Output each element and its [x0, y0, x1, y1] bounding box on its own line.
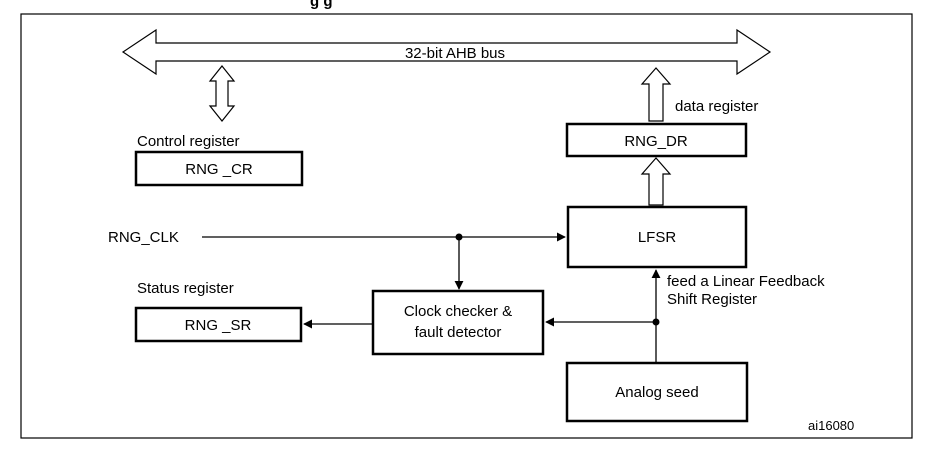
lfsr-note-line1: feed a Linear Feedback — [667, 273, 825, 290]
rng-dr-block — [565, 122, 748, 158]
rng-sr-block — [134, 306, 303, 343]
data-to-bus-arrow — [640, 67, 672, 122]
figure-title-fragment: g g — [310, 0, 333, 10]
rng-sr-label: RNG _SR — [185, 317, 252, 334]
rng-cr-block — [134, 150, 304, 187]
status-register-caption: Status register — [137, 280, 234, 297]
rng-clk-label: RNG_CLK — [108, 229, 179, 246]
ahb-bus-arrow — [121, 28, 772, 76]
clock-checker-line2: fault detector — [415, 324, 502, 341]
analog-seed-block — [565, 361, 749, 423]
lfsr-to-data-arrow — [640, 157, 672, 206]
clock-checker-line1: Clock checker & — [404, 303, 512, 320]
analog-seed-label: Analog seed — [615, 384, 698, 401]
clock-checker-block — [371, 289, 545, 356]
ahb-bus-label: 32-bit AHB bus — [405, 45, 505, 62]
figure-id: ai16080 — [808, 418, 854, 433]
lfsr-label: LFSR — [638, 229, 677, 246]
figure-frame — [20, 13, 913, 439]
lfsr-block — [566, 205, 748, 269]
data-register-caption: data register — [675, 98, 758, 115]
rng-cr-label: RNG _CR — [185, 161, 253, 178]
control-register-caption: Control register — [137, 133, 240, 150]
control-bus-arrow — [208, 65, 236, 122]
rng-dr-label: RNG_DR — [624, 133, 688, 150]
lfsr-note-line2: Shift Register — [667, 291, 757, 308]
